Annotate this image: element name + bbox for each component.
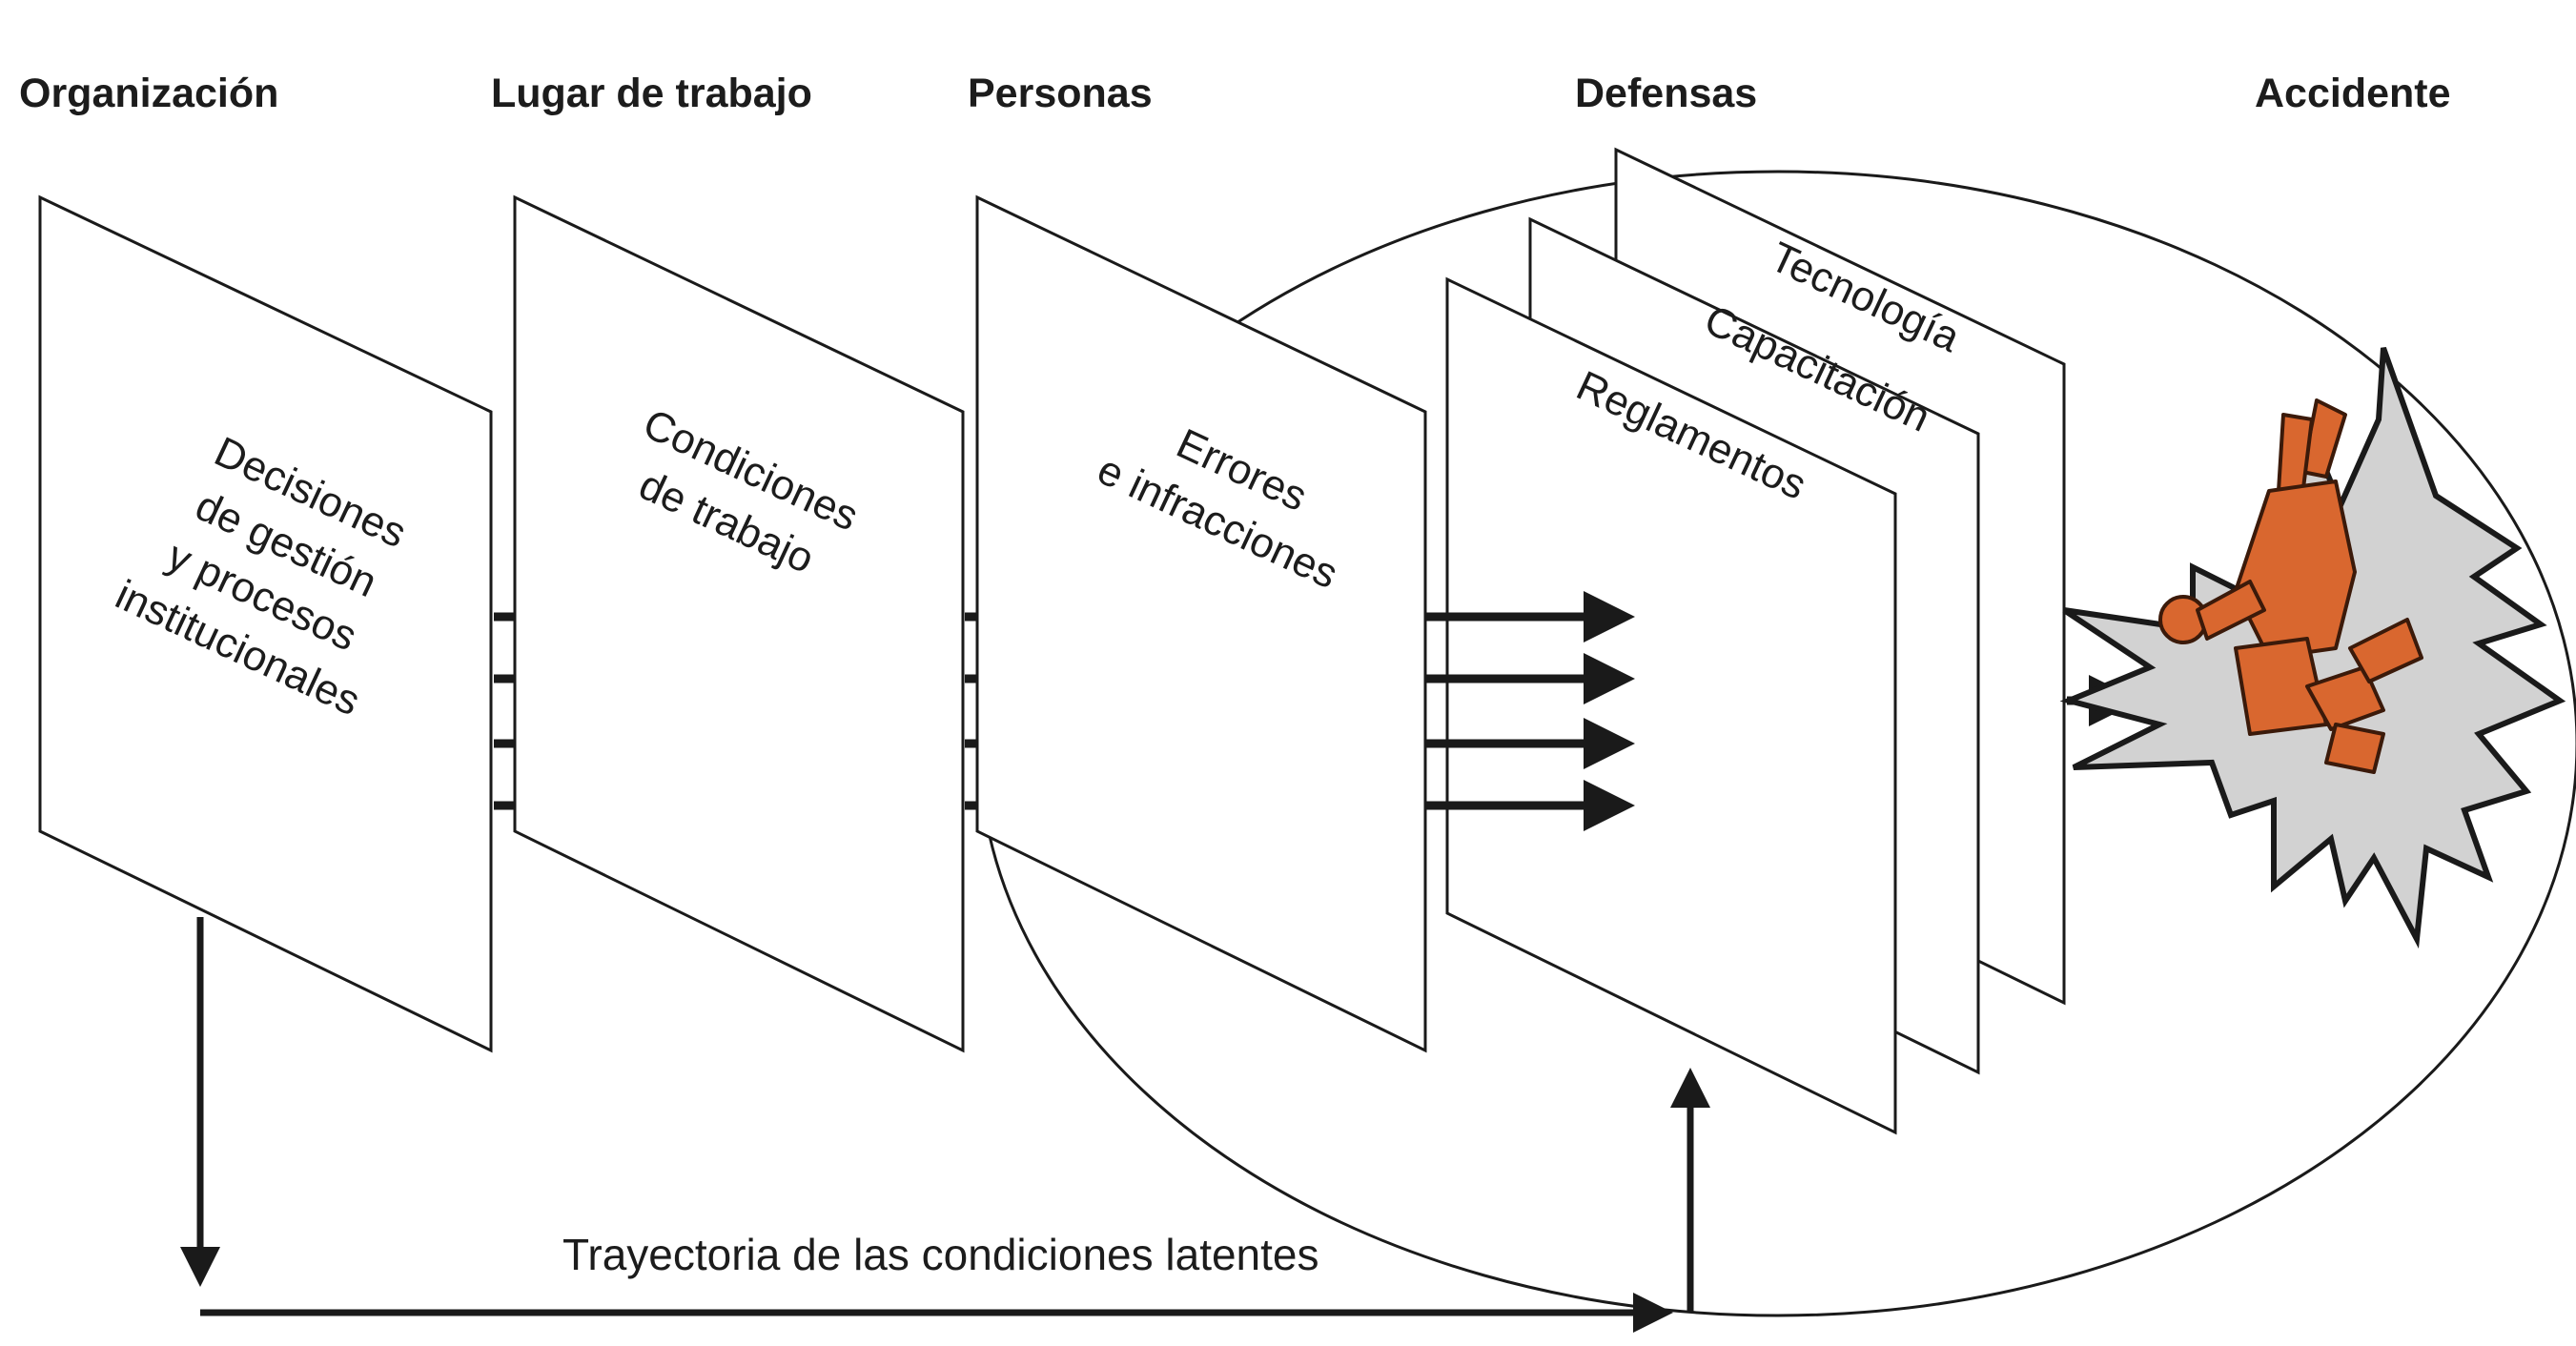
trajectory-label: Trayectoria de las condiciones latentes bbox=[562, 1230, 1319, 1279]
falling-person-icon bbox=[2158, 398, 2423, 774]
arrow-group-4 bbox=[1425, 591, 1635, 831]
panel-condiciones: Condiciones de trabajo bbox=[513, 194, 965, 1053]
header-lugar-de-trabajo: Lugar de trabajo bbox=[491, 71, 812, 116]
header-personas: Personas bbox=[968, 71, 1153, 116]
header-accidente: Accidente bbox=[2255, 71, 2451, 116]
panel-errores: Errores e infracciones bbox=[975, 194, 1427, 1053]
header-defensas: Defensas bbox=[1575, 71, 1757, 116]
header-organizacion: Organización bbox=[19, 71, 278, 116]
latent-trajectory bbox=[180, 917, 1710, 1333]
panel-decisiones: Decisiones de gestión y procesos institu… bbox=[38, 194, 493, 1053]
